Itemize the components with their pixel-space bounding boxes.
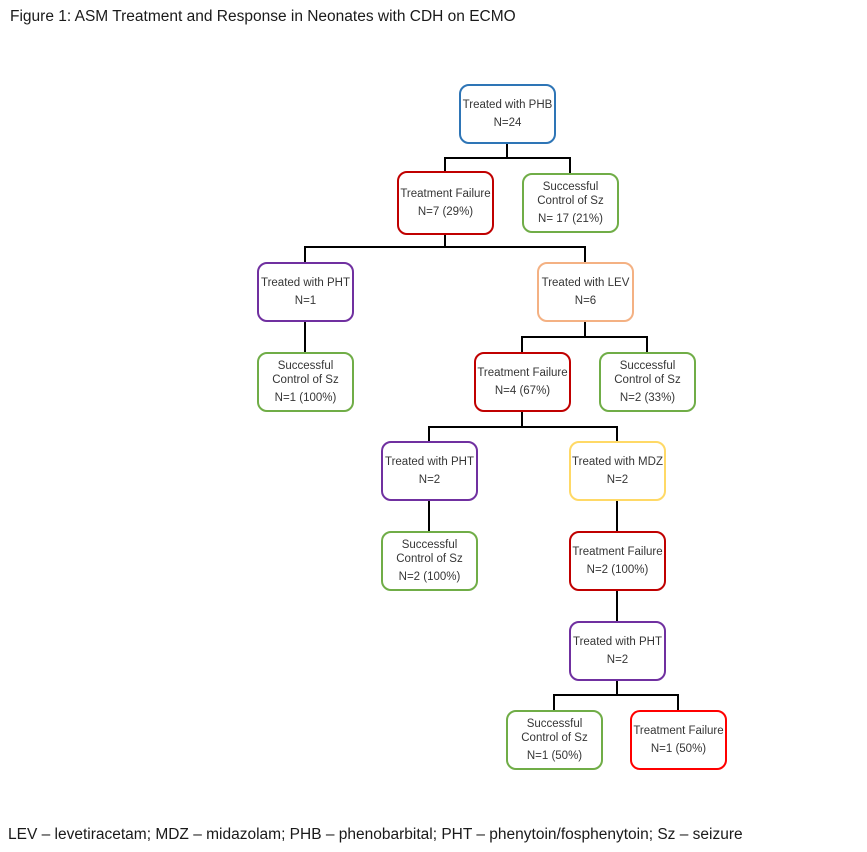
node-count: N=2: [606, 473, 629, 486]
node-count: N= 17 (21%): [538, 212, 603, 225]
node-count: N=7 (29%): [417, 205, 474, 218]
node-treated-pht-1: Treated with PHT N=1: [257, 262, 354, 322]
node-title: Treated with PHB: [462, 99, 553, 112]
node-treated-pht-2: Treated with PHT N=2: [381, 441, 478, 501]
figure-title: Figure 1: ASM Treatment and Response in …: [10, 8, 516, 25]
node-title: Successful Control of Sz: [521, 718, 588, 745]
node-count: N=1 (50%): [526, 749, 583, 762]
node-count: N=2 (100%): [586, 563, 649, 576]
node-count: N=2: [606, 653, 629, 666]
node-title: Treated with PHT: [572, 636, 663, 649]
node-count: N=1 (100%): [274, 391, 337, 404]
node-count: N=24: [493, 116, 522, 129]
node-title: Treated with PHT: [260, 277, 351, 290]
node-title: Treatment Failure: [477, 367, 568, 380]
node-success-pht-3: Successful Control of Sz N=1 (50%): [506, 710, 603, 770]
node-title: Treated with MDZ: [572, 456, 663, 469]
node-treated-lev: Treated with LEV N=6: [537, 262, 634, 322]
node-title: Successful Control of Sz: [614, 360, 681, 387]
connector-lev-children: [521, 322, 648, 352]
node-title: Treated with LEV: [541, 277, 630, 290]
node-treatment-failure-mdz: Treatment Failure N=2 (100%): [569, 531, 666, 591]
node-success-phb: Successful Control of Sz N= 17 (21%): [522, 173, 619, 233]
node-count: N=1: [294, 294, 317, 307]
node-count: N=2: [418, 473, 441, 486]
node-title: Treatment Failure: [400, 188, 491, 201]
node-treated-mdz: Treated with MDZ N=2: [569, 441, 666, 501]
node-count: N=6: [574, 294, 597, 307]
node-treated-pht-3: Treated with PHT N=2: [569, 621, 666, 681]
node-count: N=1 (50%): [650, 742, 707, 755]
node-title: Treatment Failure: [633, 725, 724, 738]
connector-pht3-children: [553, 681, 679, 710]
node-success-pht-2: Successful Control of Sz N=2 (100%): [381, 531, 478, 591]
node-title: Treatment Failure: [572, 546, 663, 559]
node-treated-phb: Treated with PHB N=24: [459, 84, 556, 144]
node-count: N=4 (67%): [494, 384, 551, 397]
node-count: N=2 (100%): [398, 570, 461, 583]
abbreviation-footnote: LEV – levetiracetam; MDZ – midazolam; PH…: [8, 826, 743, 843]
node-title: Successful Control of Sz: [272, 360, 339, 387]
node-title: Successful Control of Sz: [396, 539, 463, 566]
node-success-lev: Successful Control of Sz N=2 (33%): [599, 352, 696, 412]
node-count: N=2 (33%): [619, 391, 676, 404]
node-success-pht-1: Successful Control of Sz N=1 (100%): [257, 352, 354, 412]
node-treatment-failure-pht-3: Treatment Failure N=1 (50%): [630, 710, 727, 770]
node-treatment-failure-lev: Treatment Failure N=4 (67%): [474, 352, 571, 412]
node-title: Treated with PHT: [384, 456, 475, 469]
node-treatment-failure-phb: Treatment Failure N=7 (29%): [397, 171, 494, 235]
connector-phb-children: [444, 144, 571, 173]
node-title: Successful Control of Sz: [537, 181, 604, 208]
connector-tf1-children: [304, 235, 586, 262]
connector-tf2-children: [428, 412, 618, 441]
